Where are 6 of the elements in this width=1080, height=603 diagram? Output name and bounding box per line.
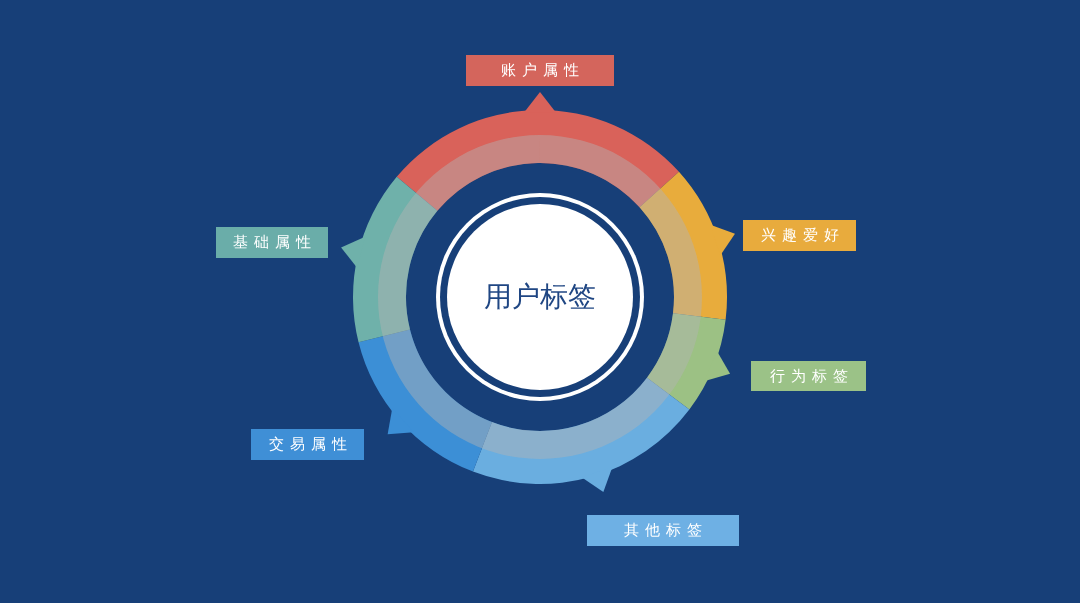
label-tag: 账户属性 [466,55,614,86]
label-tag: 基础属性 [216,227,328,258]
label-tag: 行为标签 [751,361,866,391]
label-tag: 兴趣爱好 [743,220,856,251]
label-tag: 其他标签 [587,515,739,546]
label-tag: 交易属性 [251,429,364,460]
